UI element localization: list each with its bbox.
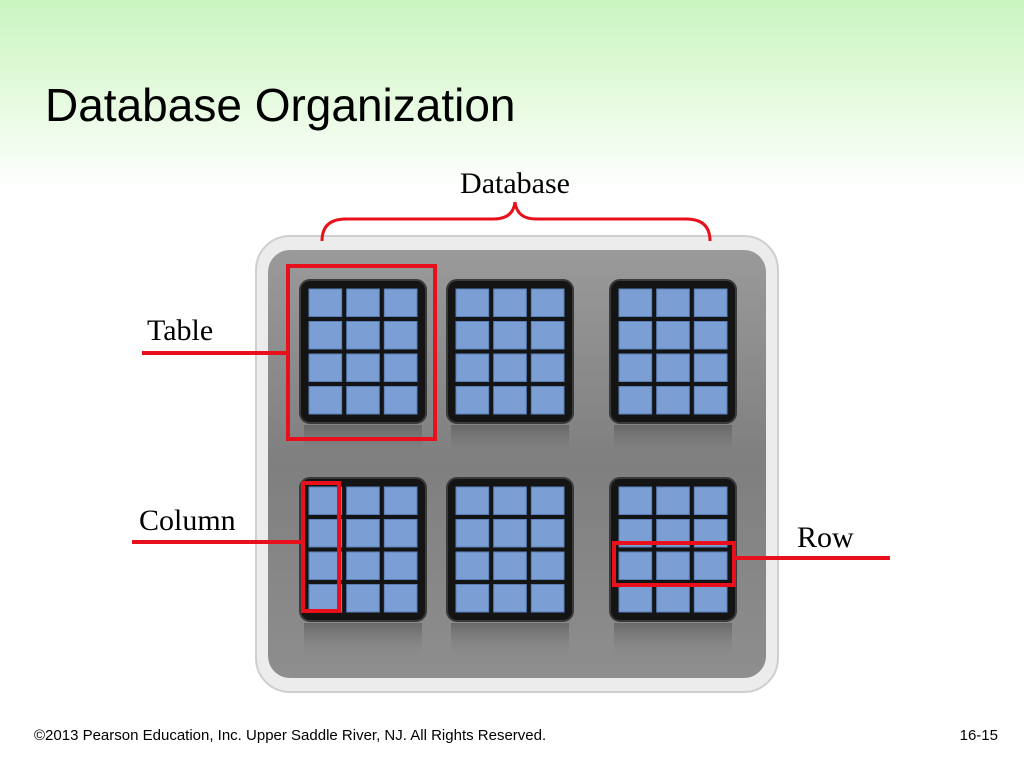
table-reflection: [304, 425, 422, 461]
table-cell: [693, 288, 728, 317]
row-label: Row: [797, 521, 854, 554]
table-cell: [455, 551, 490, 580]
table-cell: [455, 486, 490, 515]
table-cell: [308, 486, 343, 515]
table-cell: [656, 288, 690, 317]
table-cell: [530, 288, 565, 317]
table-cell: [455, 519, 490, 548]
table-cell: [530, 486, 565, 515]
table-cell: [656, 353, 690, 382]
table-cell: [308, 584, 343, 613]
table-reflection: [614, 425, 732, 461]
column-label: Column: [139, 504, 236, 537]
table-cell: [693, 353, 728, 382]
table-cell: [346, 584, 380, 613]
table-cell: [308, 321, 343, 350]
table-reflection: [451, 425, 569, 461]
table-cell: [308, 288, 343, 317]
table-cell: [656, 386, 690, 415]
table-cell: [693, 321, 728, 350]
table-icon: [446, 477, 574, 659]
tables-group: [299, 279, 737, 659]
table-cell: [618, 353, 653, 382]
table-cell: [346, 321, 380, 350]
footer-slide-number: 16-15: [959, 727, 998, 744]
table-cell: [530, 584, 565, 613]
table-icon: [609, 279, 737, 461]
table-cell: [383, 288, 418, 317]
table-cell: [346, 288, 380, 317]
table-cell: [530, 353, 565, 382]
table-cell: [493, 519, 527, 548]
table-cell: [530, 321, 565, 350]
table-cell: [693, 486, 728, 515]
table-icon: [299, 279, 427, 461]
table-cell: [656, 584, 690, 613]
table-cell: [346, 519, 380, 548]
table-cell: [346, 353, 380, 382]
table-label: Table: [147, 314, 213, 347]
table-cell: [383, 486, 418, 515]
table-cell: [455, 353, 490, 382]
table-icon: [609, 477, 737, 659]
table-cell: [383, 353, 418, 382]
table-cell: [455, 288, 490, 317]
table-cell: [493, 486, 527, 515]
slide-title: Database Organization: [45, 79, 516, 131]
table-cell: [656, 486, 690, 515]
table-reflection: [451, 623, 569, 659]
footer-copyright: ©2013 Pearson Education, Inc. Upper Sadd…: [34, 727, 547, 744]
table-cell: [656, 551, 690, 580]
row-highlight-box: [612, 541, 736, 587]
table-cell: [493, 584, 527, 613]
table-cell: [455, 386, 490, 415]
table-cell: [693, 584, 728, 613]
table-cell: [493, 321, 527, 350]
table-cell: [656, 321, 690, 350]
table-cell: [493, 288, 527, 317]
table-cell: [346, 486, 380, 515]
table-cell: [308, 386, 343, 415]
table-cell: [383, 386, 418, 415]
column-highlight-box: [301, 481, 341, 613]
database-brace: [320, 201, 712, 242]
table-cell: [308, 353, 343, 382]
table-cell: [383, 551, 418, 580]
table-reflection: [304, 623, 422, 659]
table-cell: [618, 584, 653, 613]
table-cell: [383, 584, 418, 613]
table-cell: [693, 386, 728, 415]
table-cell: [308, 519, 343, 548]
table-cell: [618, 386, 653, 415]
table-cell: [618, 288, 653, 317]
table-cell: [455, 584, 490, 613]
table-cell: [383, 321, 418, 350]
table-cell: [530, 386, 565, 415]
table-icon: [299, 477, 427, 659]
table-cell: [308, 551, 343, 580]
table-cell: [618, 551, 653, 580]
table-cell: [383, 519, 418, 548]
table-cell: [530, 551, 565, 580]
table-cell: [455, 321, 490, 350]
table-cell: [493, 386, 527, 415]
table-cell: [493, 551, 527, 580]
table-cell: [493, 353, 527, 382]
table-cell: [346, 551, 380, 580]
table-cell: [530, 519, 565, 548]
table-cell: [346, 386, 380, 415]
database-label: Database: [460, 167, 570, 200]
table-reflection: [614, 623, 732, 659]
table-icon: [446, 279, 574, 461]
table-cell: [618, 321, 653, 350]
table-cell: [693, 551, 728, 580]
table-cell: [618, 486, 653, 515]
